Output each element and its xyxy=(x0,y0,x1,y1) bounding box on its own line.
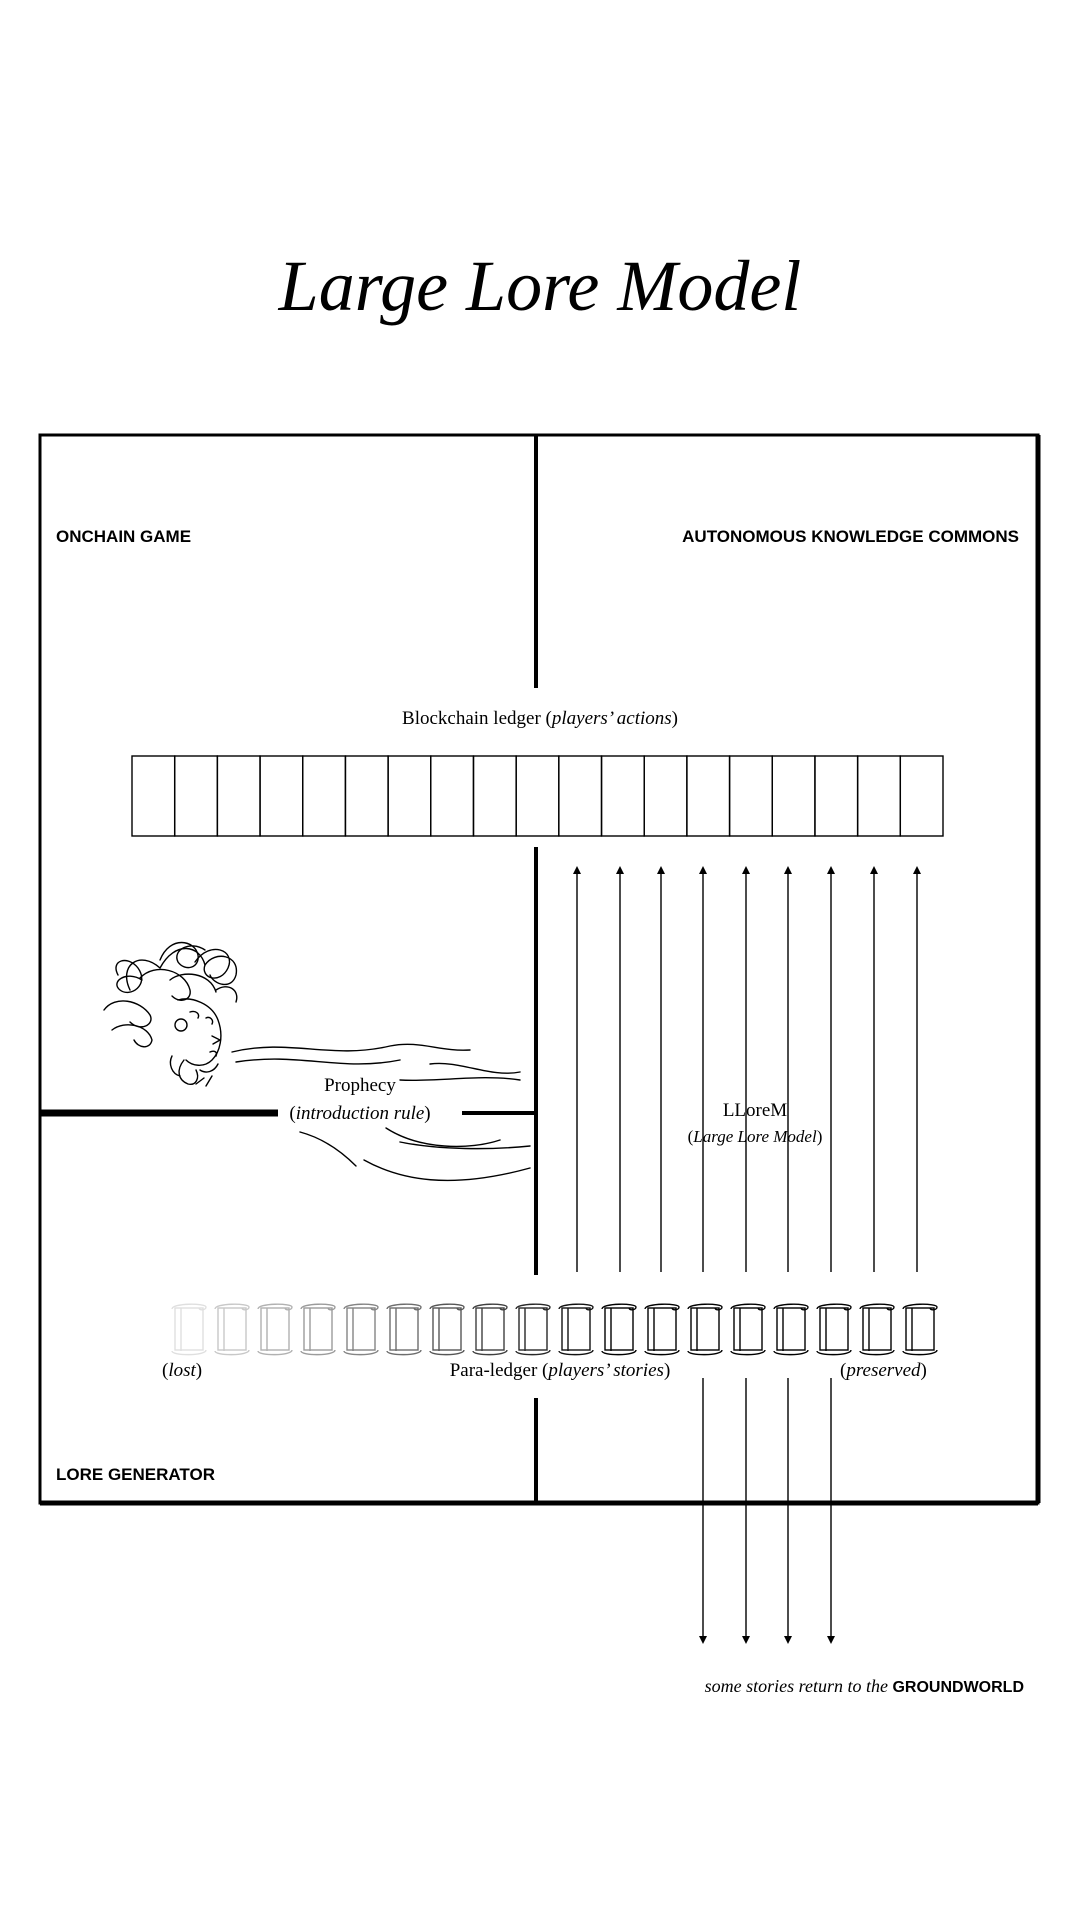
ledger-cell xyxy=(771,755,816,837)
region-label-lore-generator: LORE GENERATOR xyxy=(56,1465,215,1484)
preserved-caption: (preserved) xyxy=(840,1360,927,1381)
scroll-icon xyxy=(515,1303,551,1356)
scroll-icon xyxy=(300,1303,336,1356)
blockchain-ledger xyxy=(131,755,944,837)
region-label-knowledge-commons: AUTONOMOUS KNOWLEDGE COMMONS xyxy=(682,527,1019,546)
prophecy-sub: (introduction rule) xyxy=(289,1103,431,1124)
llorem-sub: (Large Lore Model) xyxy=(687,1127,823,1146)
ledger-cell xyxy=(216,755,261,837)
scroll-icon xyxy=(429,1303,465,1356)
ledger-cell xyxy=(131,755,176,837)
scroll-icon xyxy=(214,1303,250,1356)
ledger-cell xyxy=(515,755,560,837)
footer-note: some stories return to the GROUNDWORLD xyxy=(705,1676,1024,1697)
scroll-icon xyxy=(773,1303,809,1356)
scroll-icon xyxy=(902,1303,938,1356)
ledger-cell xyxy=(686,755,731,837)
scroll-icon xyxy=(257,1303,293,1356)
outer-frame xyxy=(38,433,1040,1505)
ledger-cell xyxy=(472,755,517,837)
ledger-cell xyxy=(600,755,645,837)
scroll-icon xyxy=(859,1303,895,1356)
lost-caption: (lost) xyxy=(162,1360,203,1381)
ledger-cell xyxy=(643,755,688,837)
lost-label: lost xyxy=(168,1360,196,1381)
scroll-icon xyxy=(730,1303,766,1356)
ledger-cell xyxy=(387,755,432,837)
footer-italic: some stories return to the xyxy=(704,1676,888,1696)
region-label-onchain-game: ONCHAIN GAME xyxy=(56,527,192,546)
prophecy-sub-italic: introduction rule xyxy=(295,1103,425,1124)
prophecy-caption: Prophecy (introduction rule) xyxy=(270,1072,450,1128)
scroll-icon xyxy=(472,1303,508,1356)
ledger-cell xyxy=(430,755,475,837)
para-ledger-scrolls xyxy=(171,1303,938,1356)
scroll-icon xyxy=(171,1303,207,1356)
blockchain-ledger-caption: Blockchain ledger (players’ actions) xyxy=(402,708,678,729)
blockchain-ledger-label: Blockchain ledger xyxy=(402,708,541,729)
ledger-cell xyxy=(259,755,304,837)
ledger-cell xyxy=(728,755,773,837)
preserved-label: preserved xyxy=(846,1360,921,1381)
scroll-icon xyxy=(343,1303,379,1356)
para-ledger-italic: players’ stories xyxy=(548,1360,664,1381)
llorem-label: LLoreM xyxy=(722,1100,788,1121)
ledger-cell xyxy=(814,755,859,837)
ledger-cell xyxy=(899,755,944,837)
scroll-icon xyxy=(601,1303,637,1356)
ledger-cell xyxy=(344,755,389,837)
scroll-icon xyxy=(644,1303,680,1356)
blockchain-ledger-italic: players’ actions xyxy=(551,708,672,729)
para-ledger-label: Para-ledger xyxy=(449,1360,538,1381)
scroll-icon xyxy=(816,1303,852,1356)
prophecy-figure-illustration xyxy=(103,941,531,1182)
footer-groundworld: GROUNDWORLD xyxy=(892,1679,1024,1696)
ledger-cell xyxy=(856,755,902,837)
groundworld-arrows xyxy=(699,1378,835,1644)
llorem-caption: LLoreM (Large Lore Model) xyxy=(655,1098,855,1150)
ledger-cell xyxy=(173,755,219,837)
scroll-icon xyxy=(558,1303,594,1356)
scroll-icon xyxy=(687,1303,723,1356)
llorem-sub-italic: Large Lore Model xyxy=(693,1127,817,1146)
ledger-cell xyxy=(558,755,603,837)
scroll-icon xyxy=(386,1303,422,1356)
prophecy-label: Prophecy xyxy=(324,1075,396,1096)
para-ledger-caption: Para-ledger (players’ stories) xyxy=(449,1360,671,1381)
ledger-cell xyxy=(302,755,347,837)
upward-arrows xyxy=(573,866,921,1272)
diagram-title: Large Lore Model xyxy=(278,246,802,326)
